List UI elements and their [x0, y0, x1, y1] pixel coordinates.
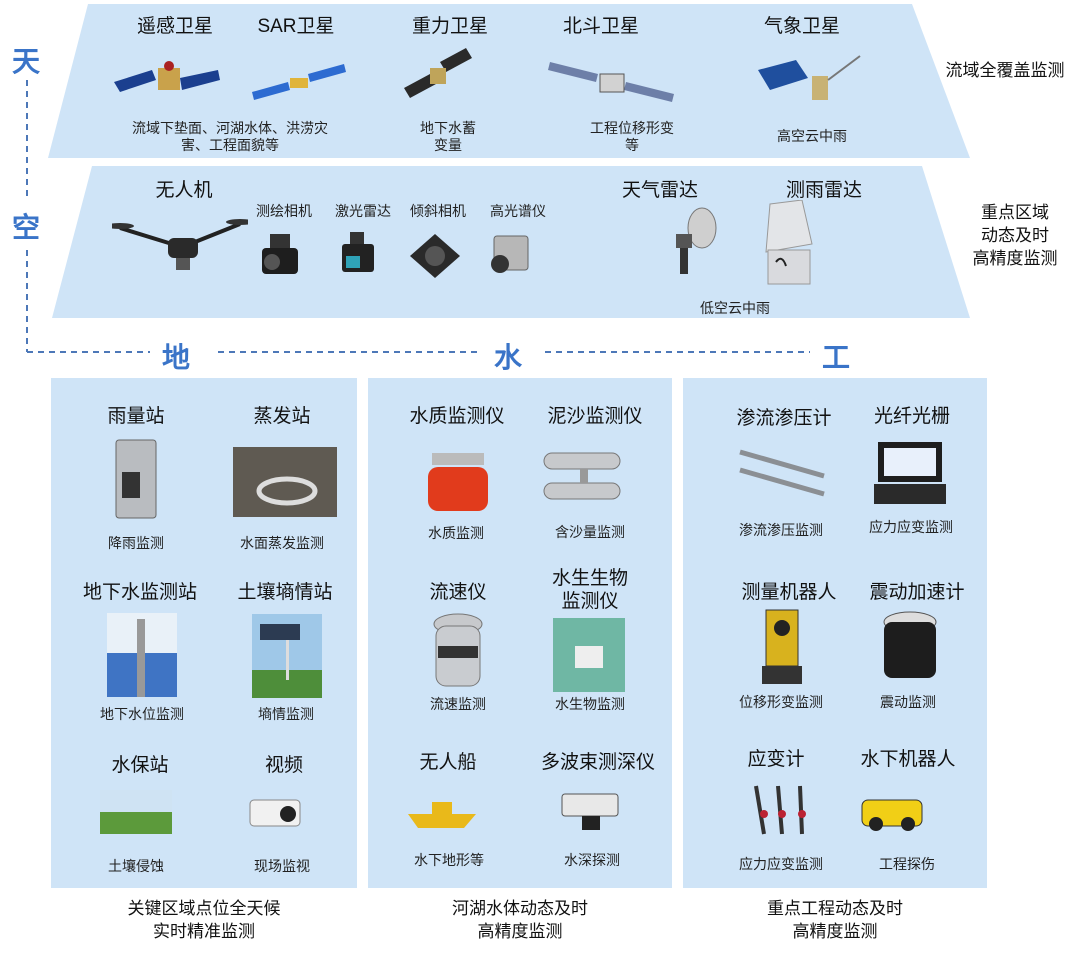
eng-item-title: 测量机器人	[741, 582, 837, 603]
engineering-bottom-caption: 重点工程动态及时 高精度监测	[767, 899, 903, 941]
space-item-caption: 工程位移形变 等	[590, 120, 674, 153]
water-item-caption: 流速监测	[430, 696, 486, 712]
measuring-robot-icon	[762, 609, 802, 684]
land-item-caption: 墒情监测	[258, 706, 314, 722]
vibration-accelerometer-icon	[883, 611, 937, 678]
space-item-title: 重力卫星	[411, 16, 488, 37]
land-item-title: 视频	[264, 755, 303, 776]
land-item-title: 蒸发站	[253, 406, 311, 427]
axis-tian: 天	[12, 46, 41, 77]
eng-item-title: 光纤光栅	[873, 406, 950, 427]
space-item-title: 气象卫星	[763, 16, 840, 37]
hyperspectral-icon	[491, 235, 529, 273]
eng-item-title: 渗流渗压计	[736, 408, 832, 429]
unmanned-boat-icon	[408, 802, 476, 828]
space-item-title: SAR卫星	[257, 16, 335, 37]
space-item-title: 北斗卫星	[562, 16, 639, 37]
axis-gong: 工	[822, 342, 851, 373]
sar-satellite-icon	[252, 64, 346, 100]
water-item-caption: 水下地形等	[414, 852, 484, 868]
land-item-title: 雨量站	[107, 406, 165, 427]
water-item-title: 水质监测仪	[409, 406, 505, 427]
space-item-caption: 高空云中雨	[777, 128, 847, 144]
rain-radar-icon	[765, 200, 813, 285]
weather-satellite-icon	[758, 55, 861, 100]
eng-item-caption: 位移形变监测	[739, 694, 823, 710]
air-item-title: 无人机	[155, 180, 213, 201]
land-bottom-caption: 关键区域点位全天候 实时精准监测	[127, 899, 281, 941]
eng-item-caption: 渗流渗压监测	[739, 522, 823, 538]
current-meter-icon	[433, 613, 483, 687]
axis-kong: 空	[12, 212, 41, 243]
remote-sensing-satellite-icon	[114, 61, 220, 92]
evaporation-station-icon	[233, 447, 337, 517]
water-item-caption: 含沙量监测	[555, 524, 625, 540]
space-side-label: 流域全覆盖监测	[945, 61, 1065, 80]
axis-di: 地	[162, 342, 191, 373]
aquatic-monitor-icon	[553, 618, 625, 692]
video-camera-icon	[249, 799, 301, 827]
eng-item-caption: 震动监测	[880, 694, 936, 710]
axis-shui: 水	[494, 342, 523, 373]
groundwater-station-icon	[107, 613, 177, 697]
land-item-caption: 地下水位监测	[100, 706, 184, 722]
water-item-title: 无人船	[419, 752, 477, 773]
water-item-title: 泥沙监测仪	[547, 406, 643, 427]
water-quality-meter-icon	[428, 453, 488, 511]
land-item-title: 水保站	[111, 755, 169, 776]
land-item-caption: 水面蒸发监测	[240, 535, 324, 551]
air-item-title: 测绘相机	[256, 203, 312, 219]
land-item-caption: 土壤侵蚀	[108, 858, 164, 874]
water-item-caption: 水生物监测	[555, 696, 625, 712]
beidou-satellite-icon	[548, 62, 674, 102]
sediment-meter-icon	[543, 452, 621, 500]
drone-icon	[112, 219, 248, 270]
air-item-title: 高光谱仪	[490, 203, 546, 219]
lidar-icon	[342, 232, 374, 272]
fiber-grating-icon	[874, 442, 946, 504]
eng-item-caption: 工程探伤	[879, 856, 935, 872]
soil-moisture-station-icon	[252, 614, 322, 698]
land-item-caption: 现场监视	[254, 858, 310, 874]
multibeam-sounder-icon	[561, 793, 619, 830]
space-item-caption: 地下水蓄 变量	[420, 120, 476, 153]
eng-item-caption: 应力应变监测	[869, 519, 953, 535]
eng-item-title: 震动加速计	[869, 582, 965, 603]
strain-gauge-icon	[754, 785, 806, 835]
water-item-caption: 水深探测	[564, 852, 620, 868]
land-item-title: 土壤墒情站	[237, 582, 333, 603]
air-item-title: 测雨雷达	[785, 180, 862, 201]
water-bottom-caption: 河湖水体动态及时 高精度监测	[452, 899, 588, 941]
water-item-title: 水生生物 监测仪	[551, 568, 628, 612]
water-item-title: 多波束测深仪	[540, 752, 655, 773]
land-item-title: 地下水监测站	[82, 582, 197, 603]
water-item-caption: 水质监测	[428, 525, 484, 541]
underwater-robot-icon	[861, 799, 923, 831]
eng-item-caption: 应力应变监测	[739, 856, 823, 872]
space-item-caption: 流域下垫面、河湖水体、洪涝灾 害、工程面貌等	[132, 120, 328, 153]
axis-dashes	[26, 80, 810, 353]
weather-radar-icon	[676, 207, 717, 274]
land-item-caption: 降雨监测	[108, 535, 164, 551]
space-band	[0, 0, 1080, 160]
air-caption: 低空云中雨	[700, 300, 770, 316]
air-side-label: 重点区域 动态及时 高精度监测	[972, 203, 1058, 268]
space-item-title: 遥感卫星	[136, 16, 213, 37]
oblique-camera-icon	[410, 234, 460, 278]
eng-item-title: 水下机器人	[860, 749, 956, 770]
air-item-title: 激光雷达	[335, 203, 391, 219]
eng-item-title: 应变计	[747, 749, 805, 770]
air-item-title: 天气雷达	[621, 180, 698, 201]
soil-conservation-station-icon	[100, 790, 172, 834]
mapping-camera-icon	[262, 234, 298, 274]
rain-gauge-icon	[115, 439, 157, 519]
piezometer-icon	[739, 449, 825, 497]
air-item-title: 倾斜相机	[410, 203, 466, 219]
gravity-satellite-icon	[404, 48, 472, 98]
water-item-title: 流速仪	[429, 582, 487, 603]
